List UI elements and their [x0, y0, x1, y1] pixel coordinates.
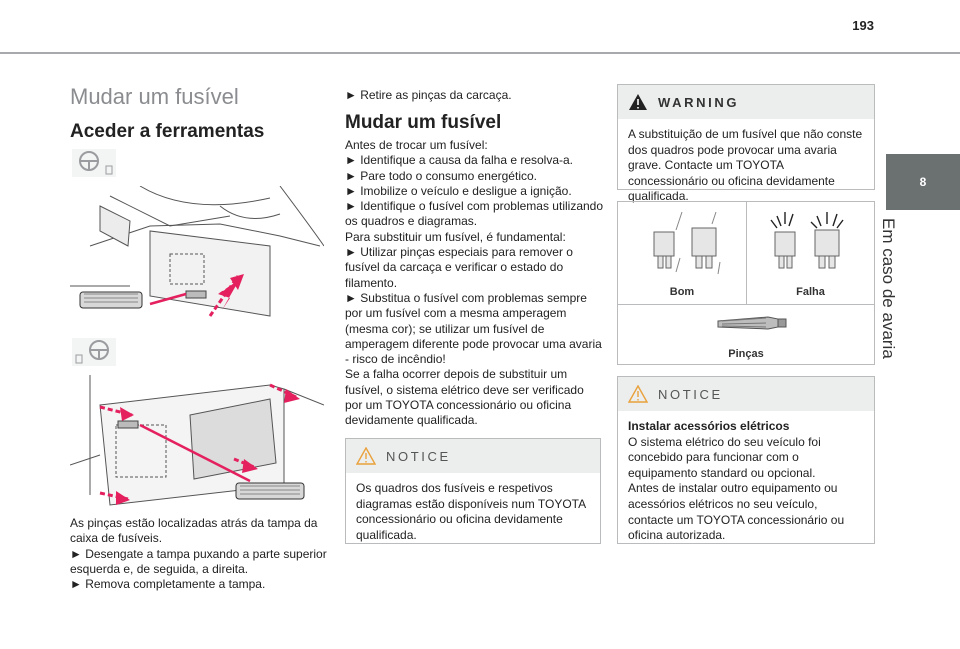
- warning-label: WARNING: [658, 94, 740, 110]
- warning-text: A substituição de um fusível que não con…: [628, 127, 863, 204]
- chapter-tab[interactable]: 8: [886, 154, 960, 210]
- chapter-title-text: Em caso de avaria: [879, 218, 898, 359]
- section-heading-access-tools: Aceder a ferramentas: [70, 121, 265, 142]
- warning-header: WARNING: [618, 85, 874, 119]
- warning-triangle-icon: [628, 93, 648, 111]
- page-number: 193: [852, 18, 874, 33]
- fuse-tweezers-icon: [717, 316, 787, 330]
- left-column-text: As pinças estão localizadas atrás da tam…: [70, 516, 328, 592]
- notice-header: NOTICE: [346, 439, 600, 473]
- notice-header-2: NOTICE: [618, 377, 874, 411]
- notice-heading-2: Instalar acessórios elétricos: [628, 419, 790, 433]
- notice-label-2: NOTICE: [658, 386, 723, 402]
- notice-body-2: Instalar acessórios elétricos O sistema …: [618, 411, 874, 552]
- fuse-bad-cell: [747, 202, 874, 304]
- middle-column-text: Antes de trocar um fusível: ► Identifiqu…: [345, 138, 603, 429]
- dashboard-fusebox-illustration: [70, 186, 324, 328]
- steering-wheel-rhd-icon: [72, 338, 116, 366]
- tweezers-cell: [618, 305, 874, 343]
- line: ► Identifique o fusível com problemas ut…: [345, 199, 604, 229]
- line: Se a falha ocorrer depois de substituir …: [345, 367, 584, 428]
- notice-label: NOTICE: [386, 448, 451, 464]
- chapter-title: Em caso de avaria: [878, 218, 918, 418]
- section-heading-change-fuse: Mudar um fusível: [345, 112, 502, 133]
- line: Antes de trocar um fusível:: [345, 138, 488, 152]
- paragraph: ► Remova completamente a tampa.: [70, 577, 266, 592]
- line: Para substituir um fusível, é fundamenta…: [345, 229, 566, 244]
- warning-box: WARNING A substituição de um fusível que…: [617, 84, 875, 203]
- notice-triangle-icon-2: [628, 385, 648, 403]
- blown-fuse-icon: [770, 212, 844, 269]
- fuse-good-label: Bom: [669, 286, 695, 298]
- paragraph: ► Desengate a tampa puxando a parte supe…: [70, 546, 327, 576]
- table-divider: [618, 304, 874, 305]
- fuse-state-table: Bom Falha Pinças: [617, 201, 875, 365]
- fusebox-cover-removal-illustration: [70, 375, 324, 513]
- steering-wheel-lhd-icon: [72, 149, 116, 177]
- notice-text-2: O sistema elétrico do seu veículo foi co…: [628, 434, 845, 543]
- remove-tweezers-step: ► Retire as pinças da carcaça.: [345, 88, 512, 102]
- header-rule: [0, 52, 960, 54]
- notice-text: Os quadros dos fusíveis e respetivos dia…: [356, 481, 586, 542]
- notice-triangle-icon: [356, 447, 376, 465]
- line: ► Utilizar pinças especiais para remover…: [345, 245, 573, 290]
- line: ► Imobilize o veículo e desligue a igniç…: [345, 183, 572, 198]
- tweezers-label: Pinças: [728, 348, 764, 360]
- page-title: Mudar um fusível: [70, 84, 239, 109]
- tweezers-zoom-icon-2: [235, 482, 305, 500]
- paragraph: As pinças estão localizadas atrás da tam…: [70, 516, 318, 546]
- fuse-bad-label: Falha: [796, 286, 825, 298]
- fuse-good-cell: [618, 202, 747, 304]
- good-fuse-icon: [653, 211, 721, 275]
- notice-box-fuse-tables: NOTICE Os quadros dos fusíveis e respeti…: [345, 438, 601, 544]
- notice-box-accessories: NOTICE Instalar acessórios elétricos O s…: [617, 376, 875, 544]
- tweezers-zoom-icon: [79, 291, 143, 309]
- line: ► Pare todo o consumo energético.: [345, 168, 537, 183]
- line: ► Substitua o fusível com problemas semp…: [345, 290, 602, 367]
- line: ► Identifique a causa da falha e resolva…: [345, 153, 574, 168]
